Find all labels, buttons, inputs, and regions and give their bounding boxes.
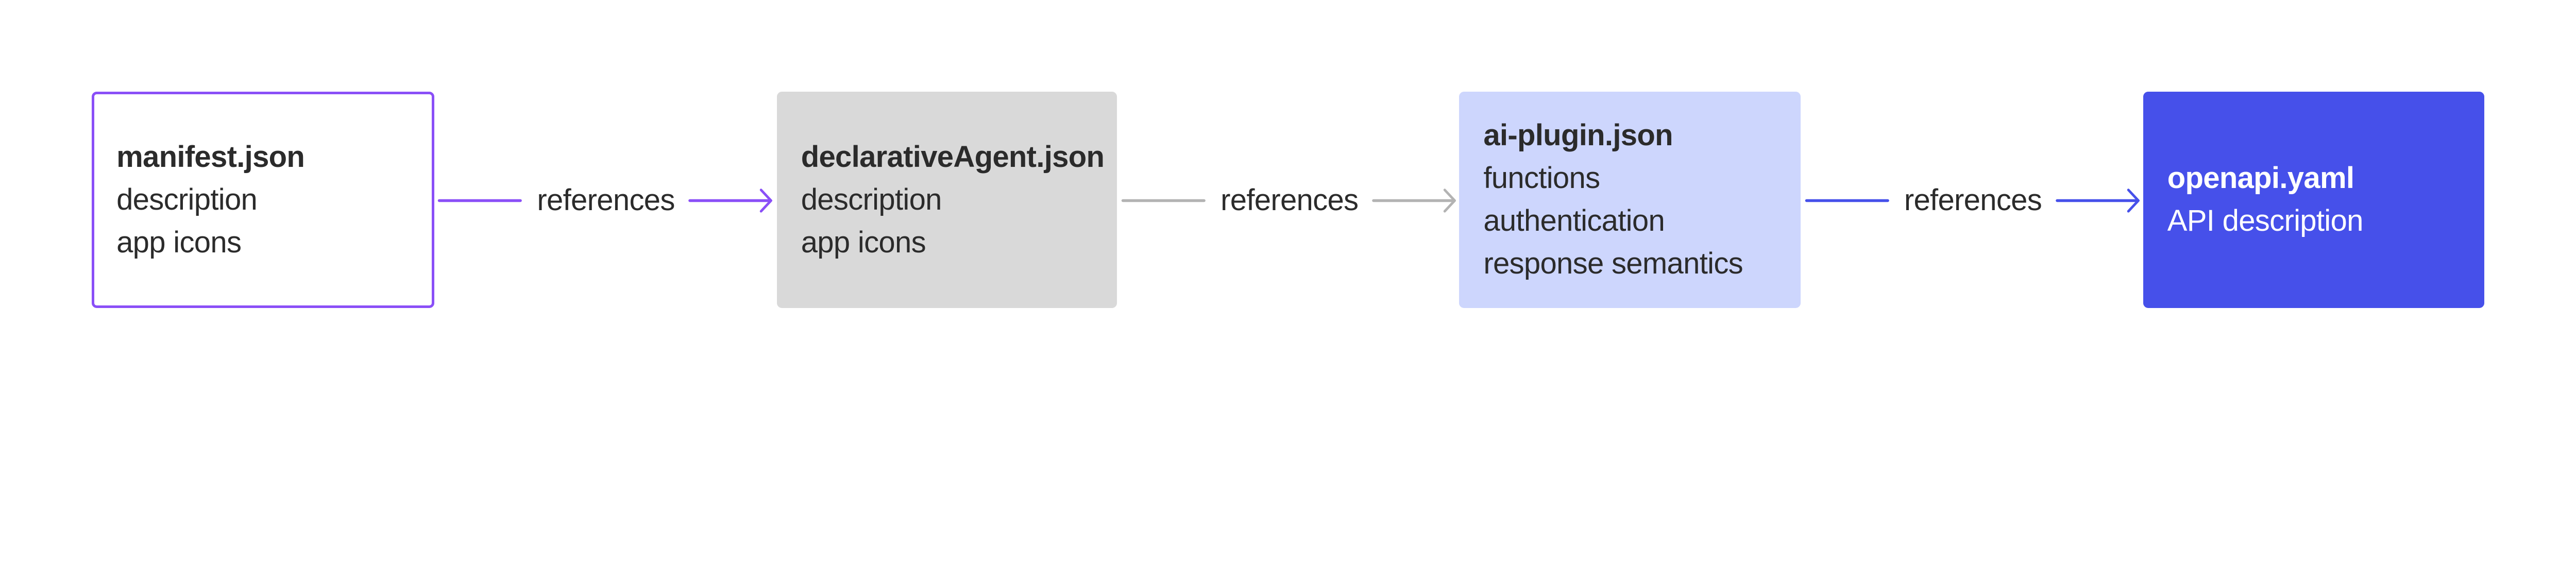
node-line: authentication — [1483, 204, 1665, 238]
edge-label: references — [1904, 183, 2042, 217]
node-openapi-yaml: openapi.yaml API description — [2143, 92, 2485, 309]
edge-label: references — [537, 183, 675, 217]
node-title: manifest.json — [116, 140, 305, 174]
node-line: app icons — [801, 225, 926, 259]
node-line: API description — [2167, 204, 2364, 238]
node-line: app icons — [116, 225, 242, 259]
arrow-icon — [437, 188, 773, 213]
node-title: declarativeAgent.json — [801, 140, 1105, 174]
arrow-icon — [1805, 188, 2140, 213]
edge-declarative-to-plugin: references — [1120, 179, 1458, 222]
edge-label: references — [1221, 183, 1359, 217]
node-line: description — [801, 182, 942, 216]
node-title: ai-plugin.json — [1483, 118, 1673, 152]
node-line: description — [116, 182, 258, 216]
node-declarative-agent-json: declarativeAgent.json description app ic… — [776, 92, 1117, 309]
arrow-icon — [1121, 188, 1456, 213]
node-title: openapi.yaml — [2167, 161, 2354, 195]
edge-manifest-to-declarative: references — [436, 179, 774, 222]
node-line: functions — [1483, 161, 1600, 195]
node-line: response semantics — [1483, 247, 1743, 281]
node-manifest-json: manifest.json description app icons — [92, 92, 434, 309]
edge-plugin-to-openapi: references — [1804, 179, 2142, 222]
node-ai-plugin-json: ai-plugin.json functions authentication … — [1459, 92, 1801, 309]
